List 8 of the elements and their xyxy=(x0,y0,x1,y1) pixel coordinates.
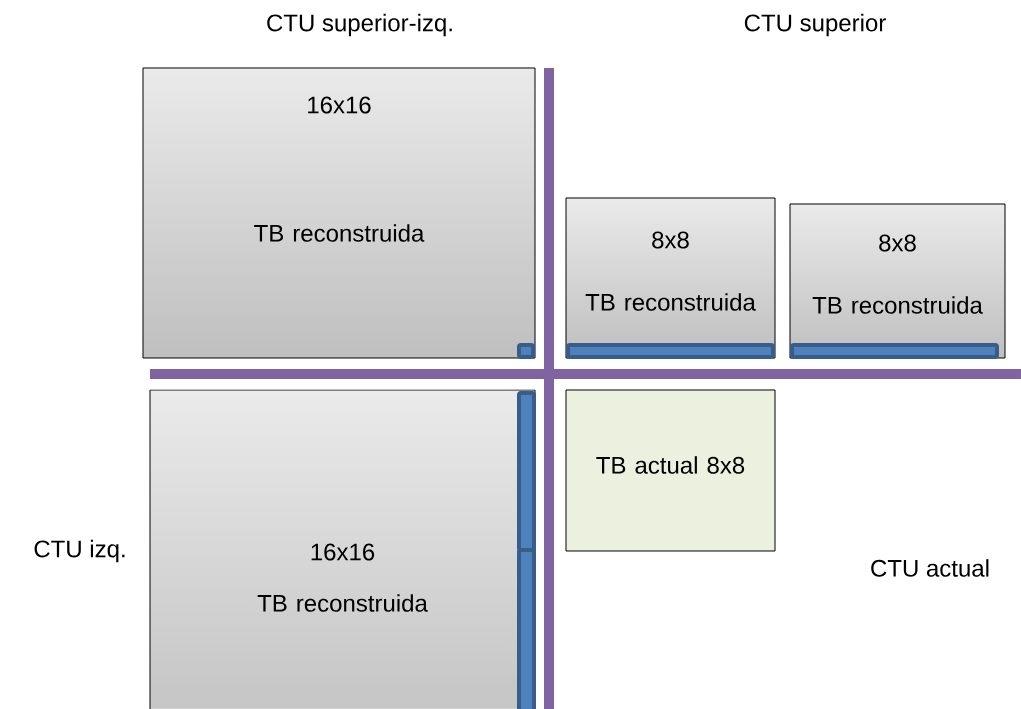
region-label: CTU superior xyxy=(744,13,886,37)
region-label: CTU izq. xyxy=(34,539,125,563)
region-label: CTU actual xyxy=(871,559,989,577)
block-box: 8x8 TB reconstruida xyxy=(789,203,1006,359)
block-box: 16x16 TB reconstruida xyxy=(142,67,536,359)
block-box: 8x8 TB reconstruida xyxy=(565,197,776,359)
region-label: CTU superior-izq. xyxy=(267,13,452,37)
block-box: TB actual 8x8 xyxy=(565,389,776,552)
